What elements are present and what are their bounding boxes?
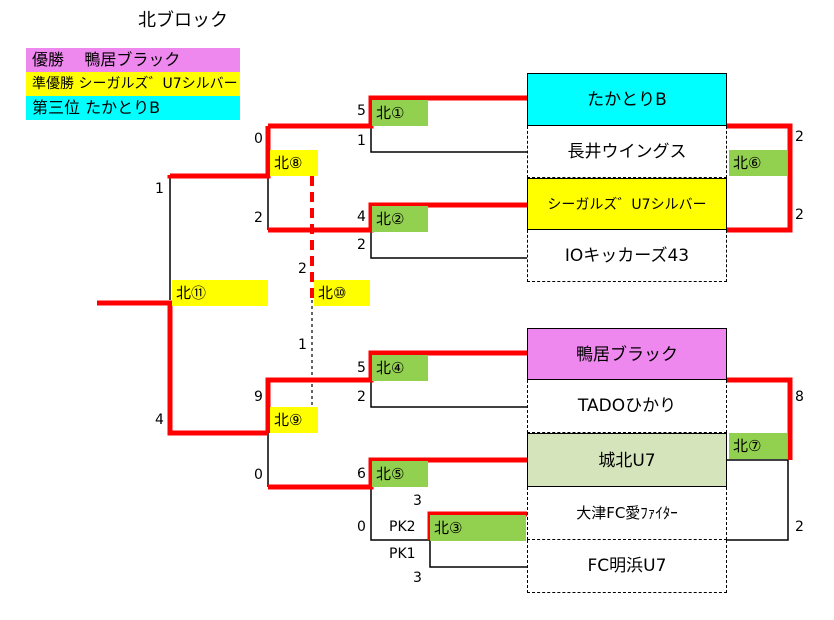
team-name: シーガルズ゛U7シルバー [547, 197, 707, 213]
team-name: 鴨居ブラック [576, 345, 678, 365]
team-name: 大津FC愛ﾌｧｲﾀｰ [576, 504, 678, 522]
legend-team: たかとりB [85, 98, 161, 117]
team-box: 長井ウイングス [527, 126, 727, 178]
match-label-m6: 北⑥ [729, 150, 787, 176]
team-name: TADOひかり [577, 396, 677, 416]
match-label-m11: 北⑪ [172, 280, 268, 306]
score: 2 [298, 261, 307, 277]
team-box: たかとりB [527, 73, 727, 126]
team-box: TADOひかり [527, 380, 727, 433]
score: 2 [795, 129, 804, 145]
score: 3 [413, 493, 422, 509]
team-box: FC明浜U7 [527, 540, 727, 593]
match-label-m1: 北① [372, 100, 428, 126]
legend-champion: 優勝 鴨居ブラック [26, 48, 240, 72]
legend-rank: 準優勝 [32, 76, 74, 92]
team-name: FC明浜U7 [587, 556, 667, 576]
score: 5 [357, 103, 366, 119]
team-box: 鴨居ブラック [527, 328, 727, 380]
team-box: シーガルズ゛U7シルバー [527, 178, 727, 230]
match-label-m2: 北② [372, 206, 428, 232]
score: 3 [413, 570, 422, 586]
match-label-m9: 北⑨ [270, 407, 318, 433]
match-label-m10: 北⑩ [314, 280, 370, 306]
team-name: たかとりB [587, 90, 667, 110]
score: 9 [254, 389, 263, 405]
score: 2 [357, 389, 366, 405]
score: PK2 [389, 519, 416, 535]
team-box: IOキッカーズ43 [527, 230, 727, 282]
score: 1 [357, 133, 366, 149]
legend-rank: 優勝 [32, 50, 65, 69]
score: 5 [357, 360, 366, 376]
score: 4 [155, 412, 164, 428]
score: PK1 [389, 546, 416, 562]
score: 2 [254, 210, 263, 226]
team-name: 城北U7 [598, 451, 656, 471]
score: 1 [155, 181, 164, 197]
score: 0 [254, 467, 263, 483]
legend-rank: 第三位 [32, 98, 81, 117]
match-label-m4: 北④ [372, 355, 428, 381]
score: 1 [298, 337, 307, 353]
score: 6 [357, 466, 366, 482]
match-label-m7: 北⑦ [729, 433, 787, 459]
page-title: 北ブロック [138, 10, 228, 31]
winner-lines [97, 95, 793, 540]
score: 0 [254, 131, 263, 147]
match-label-m3: 北③ [430, 515, 526, 541]
team-box: 大津FC愛ﾌｧｲﾀｰ [527, 487, 727, 540]
match-label-m5: 北⑤ [372, 461, 428, 487]
score: 8 [795, 389, 804, 405]
legend-team: シーガルズ゛U7シルバー [78, 76, 238, 92]
score: 2 [795, 207, 804, 223]
score: 0 [357, 519, 366, 535]
team-name: IOキッカーズ43 [564, 246, 690, 266]
team-name: 長井ウイングス [567, 142, 687, 162]
score: 2 [795, 519, 804, 535]
legend-third: 第三位 たかとりB [26, 96, 240, 120]
score: 2 [357, 237, 366, 253]
match-label-m8: 北⑧ [270, 150, 318, 176]
legend-team: 鴨居ブラック [84, 50, 181, 69]
legend-runner-up: 準優勝 シーガルズ゛U7シルバー [26, 72, 240, 96]
score: 4 [357, 209, 366, 225]
team-box: 城北U7 [527, 433, 727, 487]
